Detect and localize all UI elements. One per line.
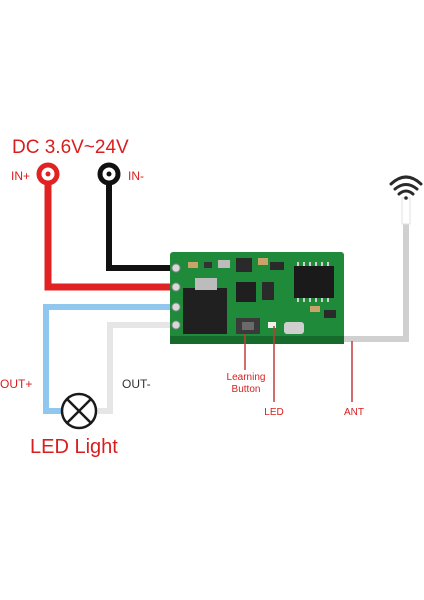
antenna-tip [401,197,411,225]
red-wire [44,182,182,291]
in-plus-label: IN+ [11,169,30,183]
learning-label-line1: Learning [227,372,266,383]
learning-label-line2: Button [232,384,261,395]
white-wire [97,322,182,414]
lamp-icon [60,392,98,430]
led-light-label: LED Light [30,436,118,458]
black-wire [106,182,182,271]
in-plus-terminal [36,162,60,186]
blue-wire [43,304,182,414]
receiver-pcb [170,252,344,344]
led-label: LED [264,407,283,418]
ant-label: ANT [344,407,364,418]
in-minus-terminal [97,162,121,186]
wifi-icon [389,175,423,200]
supply-voltage-title: DC 3.6V~24V [12,137,129,158]
out-plus-label: OUT+ [0,377,32,391]
antenna-wire [335,222,409,342]
in-minus-label: IN- [128,169,144,183]
out-minus-label: OUT- [122,377,151,391]
